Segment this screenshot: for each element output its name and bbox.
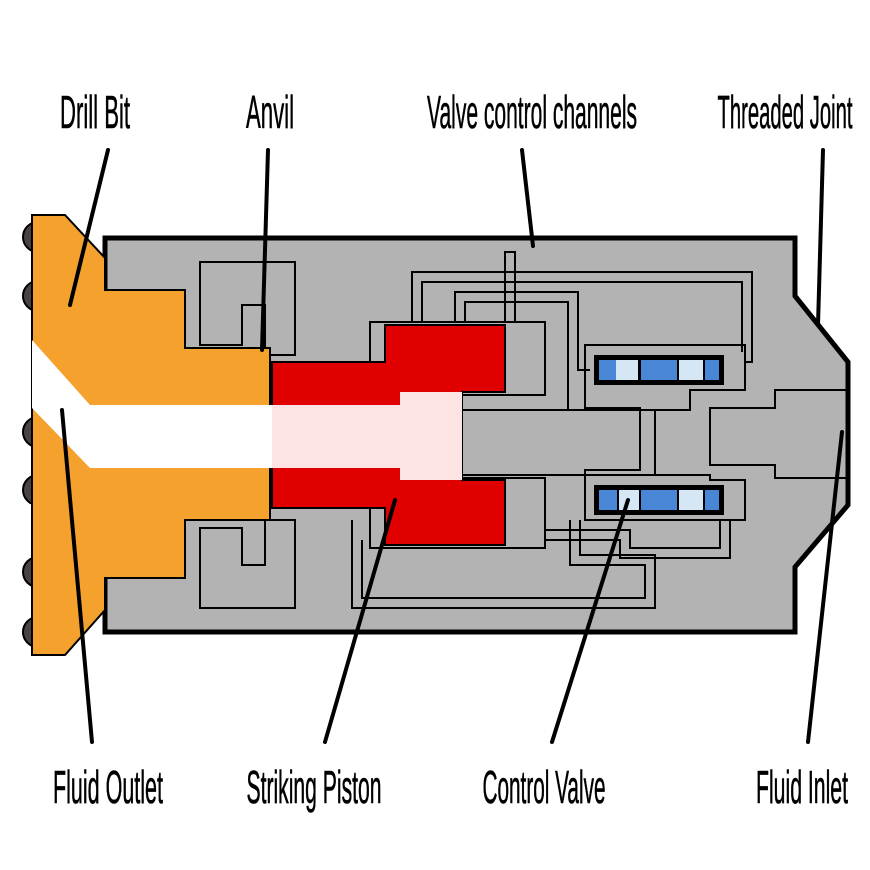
control-valve-upper	[594, 355, 724, 385]
label-drill-bit: Drill Bit	[60, 86, 130, 138]
threaded-joint-leader	[816, 148, 825, 327]
hammer-housing	[102, 235, 851, 635]
valve-control-channel-network	[351, 251, 753, 609]
label-valve-control-channels: Valve control channels	[427, 86, 637, 138]
drill-bit	[22, 214, 272, 656]
control-valve	[594, 355, 724, 515]
valve-chamber	[584, 344, 746, 521]
outer-upper-channel	[411, 271, 753, 363]
mid-upper-channel	[454, 291, 590, 371]
control-valve-leader	[550, 498, 630, 744]
outer-upper-channel-inner	[421, 281, 743, 352]
anvil-leader	[260, 148, 270, 352]
control-valve-lower	[594, 485, 724, 515]
drill-bit-leader	[68, 148, 110, 307]
fluid-outlet-leader	[60, 408, 94, 744]
striking-piston-leader	[323, 498, 397, 744]
outer-lower-channel-inner	[361, 520, 646, 599]
label-fluid-outlet: Fluid Outlet	[53, 761, 163, 813]
leader-lines	[60, 148, 844, 744]
piston-lower-chamber	[369, 477, 546, 549]
label-fluid-inlet: Fluid Inlet	[756, 761, 848, 813]
label-anvil: Anvil	[246, 86, 294, 138]
label-control-valve: Control Valve	[483, 761, 606, 813]
valve-control-channels-leader	[520, 148, 535, 248]
inner-lower-channel-2	[545, 520, 731, 559]
striking-piston	[271, 324, 506, 546]
label-striking-piston: Striking Piston	[247, 761, 382, 813]
housing-body	[102, 235, 851, 635]
fluid-outlet-bore	[32, 340, 272, 468]
inlet-bore	[709, 389, 849, 479]
label-threaded-joint: Threaded Joint	[718, 86, 853, 138]
labels: Drill Bit Anvil Valve control channels T…	[53, 86, 853, 814]
piston-bore	[272, 392, 462, 480]
outer-lower-channel	[351, 520, 656, 609]
inner-lower-channel	[545, 520, 721, 549]
fluid-inlet-leader	[806, 430, 844, 744]
short-upper-channel	[504, 251, 516, 322]
mid-upper-channel-inner	[464, 301, 569, 410]
